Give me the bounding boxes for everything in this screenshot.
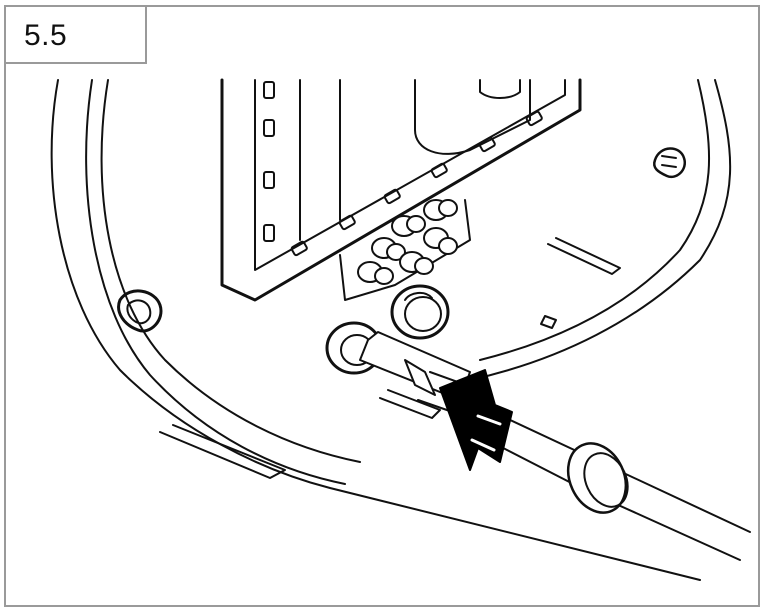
screwdriver-icon [359, 331, 751, 561]
right-clip [653, 147, 687, 179]
step-number-box: 5.5 [4, 5, 147, 64]
left-clip [117, 289, 163, 333]
push-arrow-icon [439, 369, 513, 471]
housing-shell [50, 79, 732, 581]
circuit-board [220, 78, 582, 302]
terminal-block [339, 199, 471, 301]
grommet-upper [390, 284, 450, 340]
step-number: 5.5 [24, 19, 68, 52]
